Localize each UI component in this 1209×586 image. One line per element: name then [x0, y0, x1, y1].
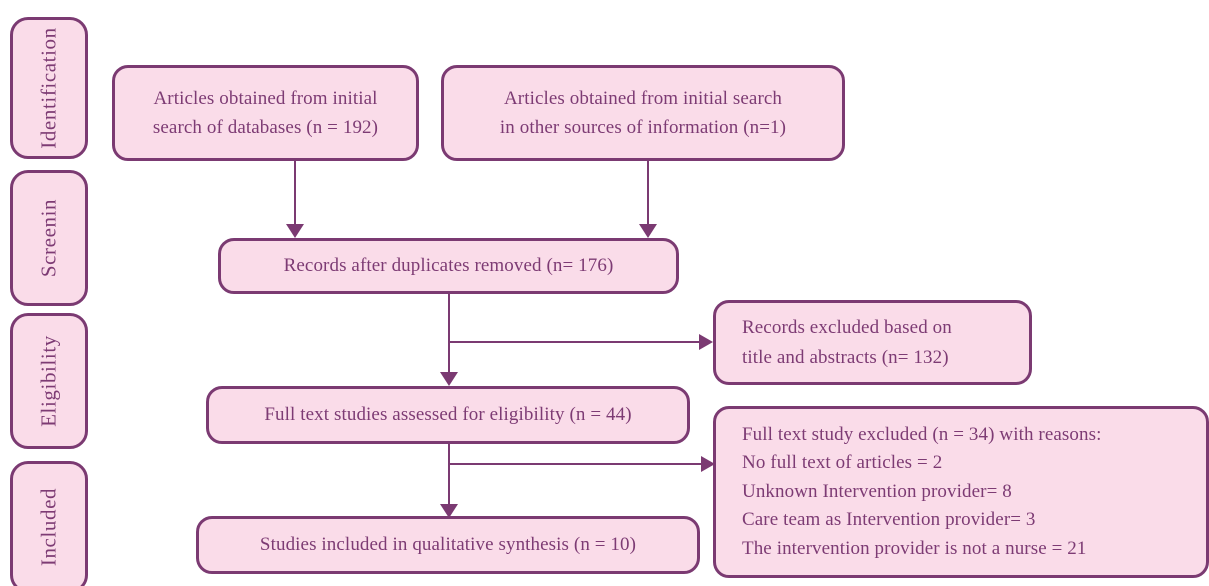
connector-duplicates-to-fulltext: [448, 294, 450, 374]
arrowhead-duplicates-to-fulltext: [440, 372, 458, 386]
connector-other-sources-to-duplicates: [647, 161, 649, 227]
arrowhead-other-sources-to-duplicates: [639, 224, 657, 238]
node-fulltext-excluded-reasons: Full text study excluded (n = 34) with r…: [713, 406, 1209, 578]
node-records-after-duplicates: Records after duplicates removed (n= 176…: [218, 238, 679, 294]
node-fulltext-assessed: Full text studies assessed for eligibili…: [206, 386, 690, 444]
stage-label-identification-text: Identification: [36, 27, 61, 149]
stage-label-screening-text: Screenin: [36, 198, 61, 278]
node-records-after-duplicates-text: Records after duplicates removed (n= 176…: [283, 255, 614, 277]
node-records-excluded: Records excluded based on title and abst…: [713, 300, 1032, 385]
stage-label-eligibility: Eligibility: [10, 313, 88, 449]
arrowhead-fulltext-to-included: [440, 504, 458, 518]
node-initial-other-sources: Articles obtained from initial search in…: [441, 65, 845, 161]
arrowhead-fulltext-to-fulltext-excluded: [701, 456, 715, 472]
stage-label-included: Included: [10, 461, 88, 586]
node-initial-database-search: Articles obtained from initial search of…: [112, 65, 419, 161]
stage-label-eligibility-text: Eligibility: [36, 335, 61, 427]
node-studies-included: Studies included in qualitative synthesi…: [196, 516, 700, 574]
node-fulltext-assessed-text: Full text studies assessed for eligibili…: [264, 404, 632, 426]
stage-label-included-text: Included: [36, 487, 61, 567]
connector-duplicates-to-records-excluded: [449, 341, 703, 343]
connector-databases-to-duplicates: [294, 161, 296, 227]
node-records-excluded-text: Records excluded based on title and abst…: [742, 317, 952, 368]
stage-label-identification: Identification: [10, 17, 88, 159]
node-studies-included-text: Studies included in qualitative synthesi…: [259, 534, 637, 556]
node-initial-database-search-text: Articles obtained from initial search of…: [152, 87, 379, 138]
stage-label-screening: Screenin: [10, 170, 88, 306]
node-fulltext-excluded-reasons-text: Full text study excluded (n = 34) with r…: [742, 423, 1102, 559]
arrowhead-databases-to-duplicates: [286, 224, 304, 238]
connector-fulltext-to-fulltext-excluded: [449, 463, 705, 465]
node-initial-other-sources-text: Articles obtained from initial search in…: [499, 87, 787, 138]
arrowhead-duplicates-to-records-excluded: [699, 334, 713, 350]
connector-fulltext-to-included: [448, 444, 450, 512]
